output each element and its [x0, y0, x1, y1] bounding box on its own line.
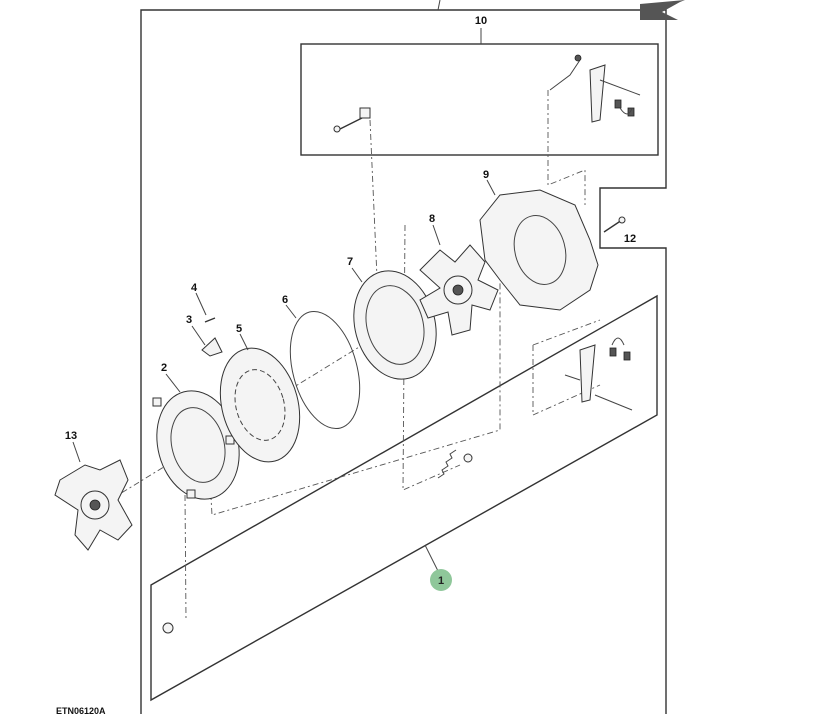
- part-12-bolt: [603, 219, 623, 233]
- part-9-housing: [479, 189, 599, 311]
- label-5[interactable]: 5: [236, 323, 242, 335]
- hotspot-1[interactable]: [430, 569, 452, 591]
- label-1[interactable]: 1: [438, 575, 444, 587]
- part-3-bracket: [201, 337, 223, 357]
- part-8-clutch-disc: [419, 244, 499, 336]
- label-4[interactable]: 4: [191, 282, 198, 294]
- group-box-1: [150, 294, 658, 702]
- part-6-snap-ring: [289, 310, 361, 430]
- label-13[interactable]: 13: [65, 430, 77, 442]
- nut-part: [162, 622, 174, 634]
- nav-arrow-icon[interactable]: [640, 0, 685, 20]
- main-frame: [140, 9, 667, 714]
- label-8[interactable]: 8: [429, 213, 435, 225]
- linkage-part: [549, 54, 641, 123]
- label-6[interactable]: 6: [282, 294, 288, 306]
- frame-leader: [437, 0, 441, 11]
- group-box-10: [300, 43, 659, 156]
- label-2[interactable]: 2: [161, 362, 167, 374]
- part-5-friction-disc: [219, 347, 301, 463]
- lever-part: [564, 337, 633, 411]
- part-13-hub: [54, 459, 133, 551]
- label-10[interactable]: 10: [475, 15, 487, 27]
- label-7[interactable]: 7: [347, 256, 353, 268]
- spring-part: [437, 449, 473, 479]
- part-2-pressure-plate: [152, 390, 240, 500]
- label-12[interactable]: 12: [624, 233, 636, 245]
- image-code: ETN06120A: [56, 706, 106, 714]
- label-3[interactable]: 3: [186, 314, 192, 326]
- part-4-pin: [204, 317, 216, 323]
- bolt-part: [333, 107, 371, 133]
- label-9[interactable]: 9: [483, 169, 489, 181]
